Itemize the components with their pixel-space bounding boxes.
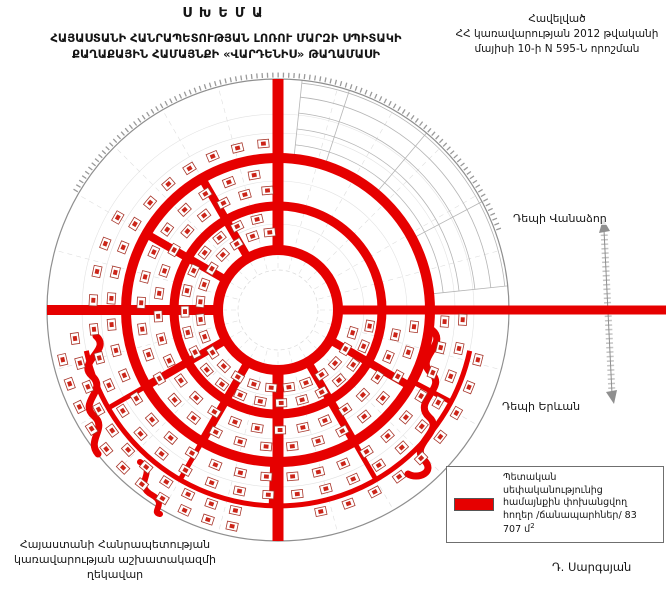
legend-text: Պետական սեփականությունից համայնքին փոխան…	[503, 472, 656, 537]
legend: Պետական սեփականությունից համայնքին փոխան…	[446, 466, 664, 543]
direction-label-vanadzor: Դեպի Վանաձոր	[511, 212, 609, 225]
footer-office-title: Հայաստանի Հանրապետության կառավարության ա…	[6, 538, 224, 583]
footer-office-line3: ղեկավար	[86, 567, 144, 581]
legend-line3: հողեր /ճանապարհներ/ 83 707 մ2	[503, 509, 637, 536]
annex-reference: Հավելված ՀՀ կառավարության 2012 թվականի մ…	[448, 12, 666, 58]
legend-area-superscript: 2	[530, 522, 535, 531]
scheme-label: ՍԽԵՄԱ	[182, 6, 270, 21]
buildings-layer	[57, 138, 484, 532]
annex-line2: ՀՀ կառավարության 2012 թվականի	[455, 28, 659, 41]
footer-office-line1: Հայաստանի Հանրապետության	[19, 538, 211, 551]
footer-office-line2: կառավարության աշխատակազմի	[14, 552, 216, 566]
annex-line1: Հավելված	[528, 13, 586, 25]
legend-line2: համայնքին փոխանցվող	[503, 497, 628, 509]
northeast-sector-layer	[293, 80, 508, 295]
signature-name: Դ. Սարգսյան	[552, 560, 632, 574]
page-header: ՍԽԵՄԱ ՀԱՅԱՍՏԱՆԻ ՀԱՆՐԱՊԵՏՈՒԹՅԱՆ ԼՈՌՈՒ ՄԱՐ…	[0, 6, 452, 62]
annex-line3: մայիսի 10-ի N 595-Ն որոշման	[474, 43, 640, 56]
legend-road-swatch	[454, 497, 494, 511]
plan-title-line1: ՀԱՅԱՍՏԱՆԻ ՀԱՆՐԱՊԵՏՈՒԹՅԱՆ ԼՈՌՈՒ ՄԱՐԶԻ ՍՊԻ…	[50, 31, 402, 45]
direction-label-yerevan: Դեպի Երևան	[500, 400, 583, 413]
plan-title-line2: ՔԱՂԱՔԱՅԻՆ ՀԱՄԱՅՆՔԻ «ՎԱՐԴԵՆԻՍ» ԹԱՂԱՄԱՍԻ	[72, 47, 380, 62]
roads-layer	[47, 79, 666, 541]
legend-line1: Պետական սեփականությունից	[503, 472, 603, 496]
